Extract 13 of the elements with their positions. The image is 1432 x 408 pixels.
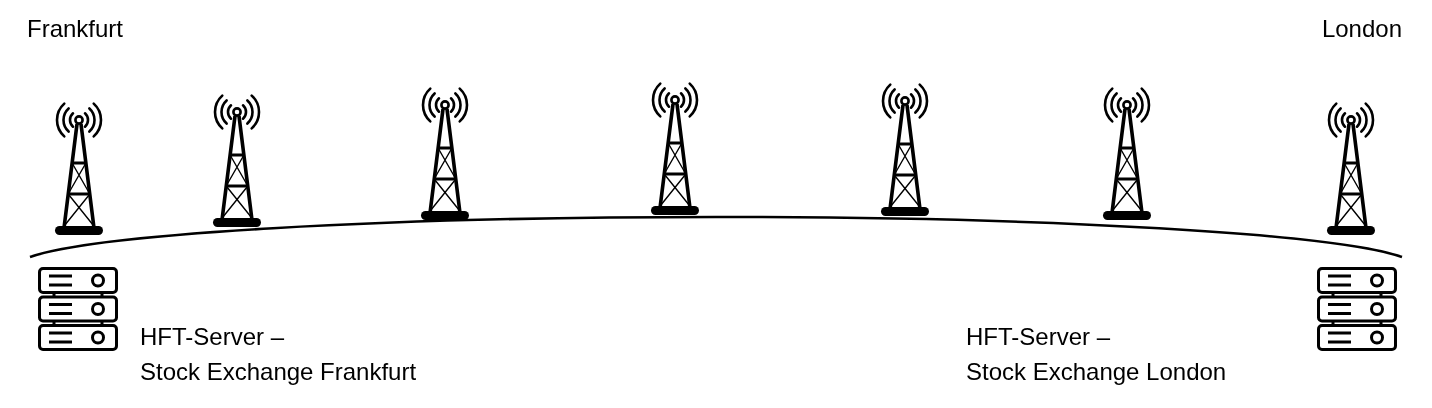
city-label: London	[1321, 15, 1402, 43]
server-rack-icon	[38, 267, 118, 351]
server-caption: HFT-Server – Stock Exchange Frankfurt	[140, 322, 417, 387]
radio-tower-icon	[210, 92, 264, 228]
radio-tower-icon	[1100, 85, 1154, 221]
radio-tower-icon	[52, 100, 106, 236]
radio-tower-icon	[648, 80, 702, 216]
server-caption: HFT-Server – Stock Exchange London	[966, 322, 1227, 387]
city-label: Frankfurt	[27, 15, 124, 43]
radio-tower-icon	[1324, 100, 1378, 236]
radio-tower-icon	[878, 81, 932, 217]
server-rack-icon	[1317, 267, 1397, 351]
radio-tower-icon	[418, 85, 472, 221]
